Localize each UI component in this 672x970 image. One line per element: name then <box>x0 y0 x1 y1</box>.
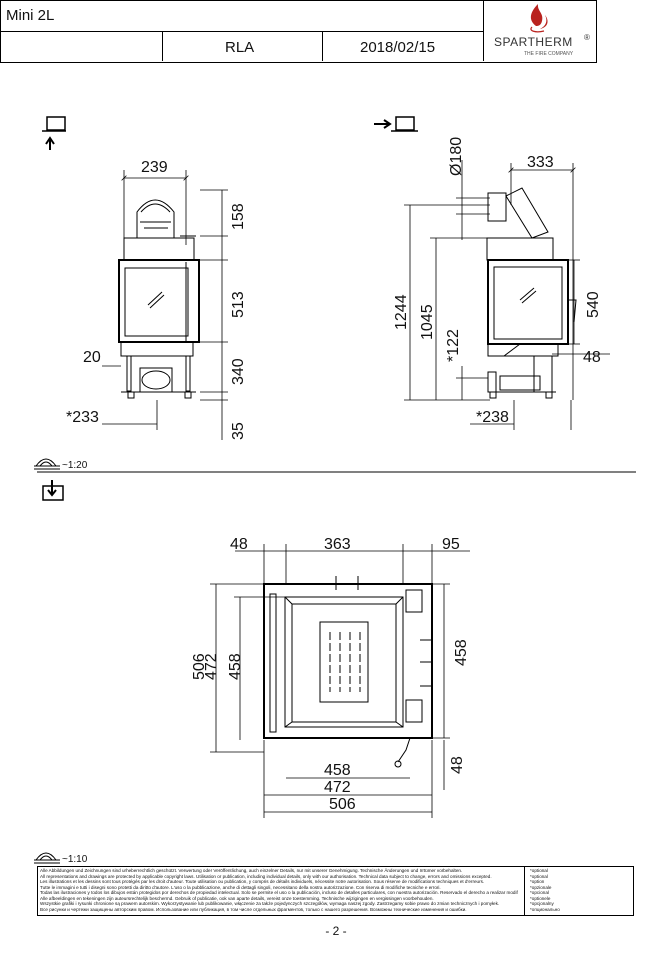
disclaimer-line: Les illustrations et les dessins sont to… <box>40 879 485 884</box>
brand-logo: SPARTHERM ® THE FIRE COMPANY <box>484 0 596 61</box>
front-view <box>118 199 200 399</box>
dim-side-air-inlet-height: *122 <box>445 329 462 362</box>
side-view-icon <box>374 116 418 132</box>
front-view-icon <box>42 116 66 150</box>
disclaimer-line: Все рисунки и чертежи защищены авторским… <box>40 906 467 912</box>
dim-plan-top-right: 95 <box>442 536 460 553</box>
dim-front-top-width: 239 <box>141 159 168 176</box>
top-view-icon <box>42 480 64 501</box>
optional-note: *optional <box>530 873 548 879</box>
scale-icon <box>34 458 60 470</box>
optional-note: *opcional <box>530 890 549 895</box>
dim-side-total-height: 1244 <box>393 294 410 330</box>
optional-notes: *optional *optional *option *opzionale *… <box>530 868 630 912</box>
side-view <box>486 187 577 399</box>
optional-note: *optional <box>530 868 548 873</box>
dim-plan-bottom-right: 48 <box>449 756 466 774</box>
scale-label-2: ~1:10 <box>62 854 88 865</box>
plan-view <box>263 576 433 768</box>
model-name: Mini 2L <box>6 7 55 24</box>
brand-name: SPARTHERM <box>494 35 573 49</box>
optional-note: *optionele <box>530 895 551 901</box>
dim-front-foot-height: 35 <box>230 422 247 440</box>
brand-registered: ® <box>584 33 590 42</box>
dim-plan-left-mid: 472 <box>203 653 220 680</box>
page-number: - 2 - <box>325 924 347 938</box>
dim-side-flue-diameter: Ø180 <box>448 137 465 176</box>
optional-note: *option <box>530 879 545 884</box>
model-code: RLA <box>225 39 255 56</box>
disclaimer-line: Wszystkie grafiki i rysunki chronione są… <box>40 901 500 906</box>
optional-note: *опционально <box>530 906 560 912</box>
disclaimer-text: Alle Abbildungen und Zeichnungen sind ur… <box>40 868 518 912</box>
optional-note: *opcjonalny <box>530 901 554 906</box>
dim-plan-bottom-1: 458 <box>324 762 351 779</box>
optional-note: *opzionale <box>530 884 552 890</box>
dim-plan-bottom-3: 506 <box>329 796 356 813</box>
dim-plan-top-left: 48 <box>230 536 248 553</box>
disclaimer-box: Alle Abbildungen und Zeichnungen sind ur… <box>37 866 634 916</box>
dim-plan-top-mid: 363 <box>324 536 351 553</box>
dim-plan-bottom-2: 472 <box>324 779 351 796</box>
disclaimer-line: Todas las ilustraciones y todos los dibu… <box>40 890 518 895</box>
title-block: Mini 2L RLA 2018/02/15 SPARTHERM ® THE F… <box>0 0 597 63</box>
dim-plan-left-outer: 506 <box>191 653 208 680</box>
dim-plan-right: 458 <box>453 639 470 666</box>
disclaimer-line: Alle Abbildungen und Zeichnungen sind ur… <box>40 868 463 873</box>
drawing-date: 2018/02/15 <box>360 39 436 56</box>
dim-front-base-width: *233 <box>66 409 99 426</box>
brand-tagline: THE FIRE COMPANY <box>524 51 574 57</box>
dim-front-left-offset: 20 <box>83 349 101 366</box>
dim-front-base-height: 340 <box>230 358 247 385</box>
disclaimer-line: All representations and drawings are pro… <box>40 873 492 879</box>
dim-side-inner-height: 1045 <box>419 304 436 340</box>
scale-icon-2 <box>34 852 60 864</box>
dim-side-door-offset: 48 <box>583 349 601 366</box>
scale-label-1: ~1:20 <box>62 460 88 471</box>
dim-front-glass-height: 513 <box>230 291 247 318</box>
dim-side-door-height: 540 <box>585 291 602 318</box>
flame-icon <box>530 4 548 33</box>
disclaimer-line: Alle afbeeldingen en tekeningen zijn aut… <box>40 895 434 901</box>
dim-front-top-height: 158 <box>230 203 247 230</box>
dim-side-base-depth: *238 <box>476 409 509 426</box>
disclaimer-line: Tutte le immagini e tutti i disegni sono… <box>40 884 441 890</box>
dim-side-flue-offset: 333 <box>527 154 554 171</box>
dim-plan-left-inner: 458 <box>227 653 244 680</box>
